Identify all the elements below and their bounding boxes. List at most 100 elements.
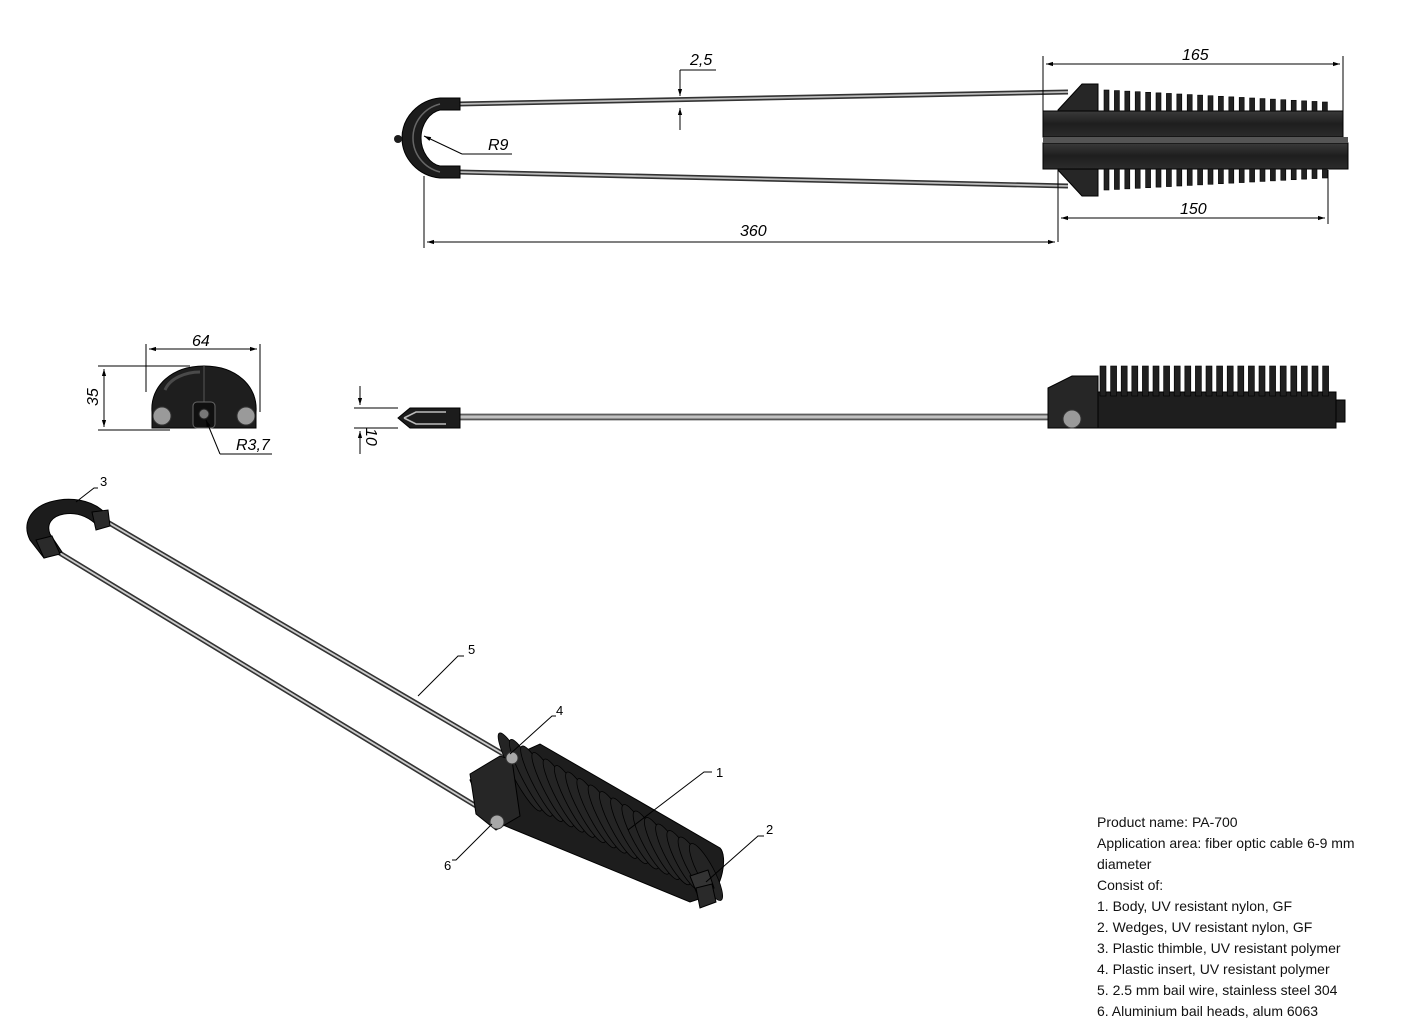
fin <box>1228 168 1235 184</box>
fins-top <box>1103 89 1328 191</box>
callout-5: 5 <box>468 642 475 657</box>
dim-overall-length-label: 360 <box>740 223 767 240</box>
spec-item: 1. Body, UV resistant nylon, GF <box>1097 898 1293 914</box>
fin <box>1207 168 1214 185</box>
plastic-thimble-side <box>397 407 461 429</box>
callout-2: 2 <box>766 822 773 837</box>
callout-1: 1 <box>716 765 723 780</box>
bail-wire-upper-highlight <box>457 91 1069 105</box>
fin <box>1259 168 1266 182</box>
fin <box>1184 365 1192 397</box>
plastic-thimble-iso <box>26 498 111 559</box>
dim-height-label: 35 <box>85 388 102 406</box>
fin <box>1205 365 1213 397</box>
fin <box>1248 365 1255 397</box>
fin <box>1270 98 1276 112</box>
fin <box>1176 168 1183 187</box>
body-top-view <box>1042 83 1349 197</box>
fins-side <box>1099 365 1329 397</box>
fin <box>1166 168 1172 187</box>
fin <box>1186 94 1193 112</box>
fin <box>1301 168 1307 180</box>
fin <box>1249 97 1255 112</box>
fin <box>1280 99 1287 112</box>
dim-body-length-label: 150 <box>1180 201 1207 218</box>
fin <box>1099 365 1107 397</box>
spec-item: 6. Aluminium bail heads, alum 6063 <box>1097 1003 1319 1019</box>
plastic-thimble-top <box>394 97 461 179</box>
spec-product: Product name: PA-700 <box>1097 814 1238 830</box>
callouts <box>75 487 764 883</box>
fin <box>1195 365 1202 397</box>
fin <box>1134 91 1141 112</box>
fin <box>1270 168 1276 182</box>
fin <box>1238 97 1245 112</box>
fin <box>1218 95 1224 112</box>
fin <box>1197 168 1203 186</box>
fin <box>1207 95 1214 112</box>
fin <box>1237 365 1245 397</box>
end-view: 64 35 R3,7 <box>85 333 272 455</box>
fin <box>1155 92 1162 112</box>
fin <box>1279 365 1287 397</box>
spec-item: 2. Wedges, UV resistant nylon, GF <box>1097 919 1313 935</box>
fin <box>1110 365 1117 397</box>
fin <box>1103 89 1110 112</box>
spec-consist: Consist of: <box>1097 877 1164 893</box>
fin <box>1155 168 1162 188</box>
fin <box>1124 90 1131 112</box>
side-view: 10 <box>354 365 1346 454</box>
fin <box>1322 365 1329 397</box>
dim-overall-length: 360 <box>423 176 1055 248</box>
fin <box>1145 91 1151 112</box>
isometric-view: 1 2 3 4 5 6 <box>26 474 773 909</box>
fin <box>1311 168 1318 179</box>
fin <box>1134 168 1141 189</box>
fin <box>1218 168 1224 185</box>
fin <box>1238 168 1245 183</box>
fin <box>1228 96 1235 112</box>
spec-application: Application area: fiber optic cable 6-9 … <box>1097 835 1355 872</box>
callout-6: 6 <box>444 858 451 873</box>
fin <box>1290 365 1298 397</box>
fin <box>1103 168 1110 191</box>
dim-wire-diameter: 2,5 <box>677 52 716 130</box>
dim-insert-radius-label: R3,7 <box>236 437 271 454</box>
spec-block: Product name: PA-700 Application area: f… <box>1097 812 1397 1022</box>
fin <box>1173 365 1181 397</box>
fin <box>1145 168 1151 189</box>
fin <box>1142 365 1149 397</box>
dim-insert-radius: R3,7 <box>205 419 272 455</box>
fin <box>1114 168 1120 190</box>
fin <box>1311 365 1319 397</box>
dim-body-total-label: 165 <box>1182 47 1209 64</box>
fin <box>1216 365 1223 397</box>
dim-body-total: 165 <box>1042 47 1344 112</box>
fin <box>1258 365 1266 397</box>
spec-item: 5. 2.5 mm bail wire, stainless steel 304 <box>1097 982 1338 998</box>
fin <box>1249 168 1255 183</box>
fin <box>1120 365 1128 397</box>
bail-wire-lower-highlight <box>457 171 1069 187</box>
fin <box>1197 94 1203 112</box>
dim-width: 64 <box>145 333 261 412</box>
dim-body-length: 150 <box>1057 170 1329 242</box>
fin <box>1301 100 1307 112</box>
fin <box>1226 365 1234 397</box>
fin <box>1269 365 1276 397</box>
fin <box>1290 99 1297 112</box>
fin <box>1322 168 1328 179</box>
top-view: 2,5 165 R9 150 360 <box>394 47 1349 248</box>
fin <box>1114 90 1120 112</box>
fin <box>1163 365 1170 397</box>
fin <box>1124 168 1131 190</box>
fin <box>1301 365 1308 397</box>
fin <box>1186 168 1193 186</box>
fin <box>1176 93 1183 112</box>
body-side-view <box>1047 365 1346 429</box>
spec-item: 4. Plastic insert, UV resistant polymer <box>1097 961 1330 977</box>
dim-width-label: 64 <box>192 333 210 350</box>
body-iso <box>469 732 724 909</box>
dim-wire-diameter-label: 2,5 <box>689 52 712 69</box>
